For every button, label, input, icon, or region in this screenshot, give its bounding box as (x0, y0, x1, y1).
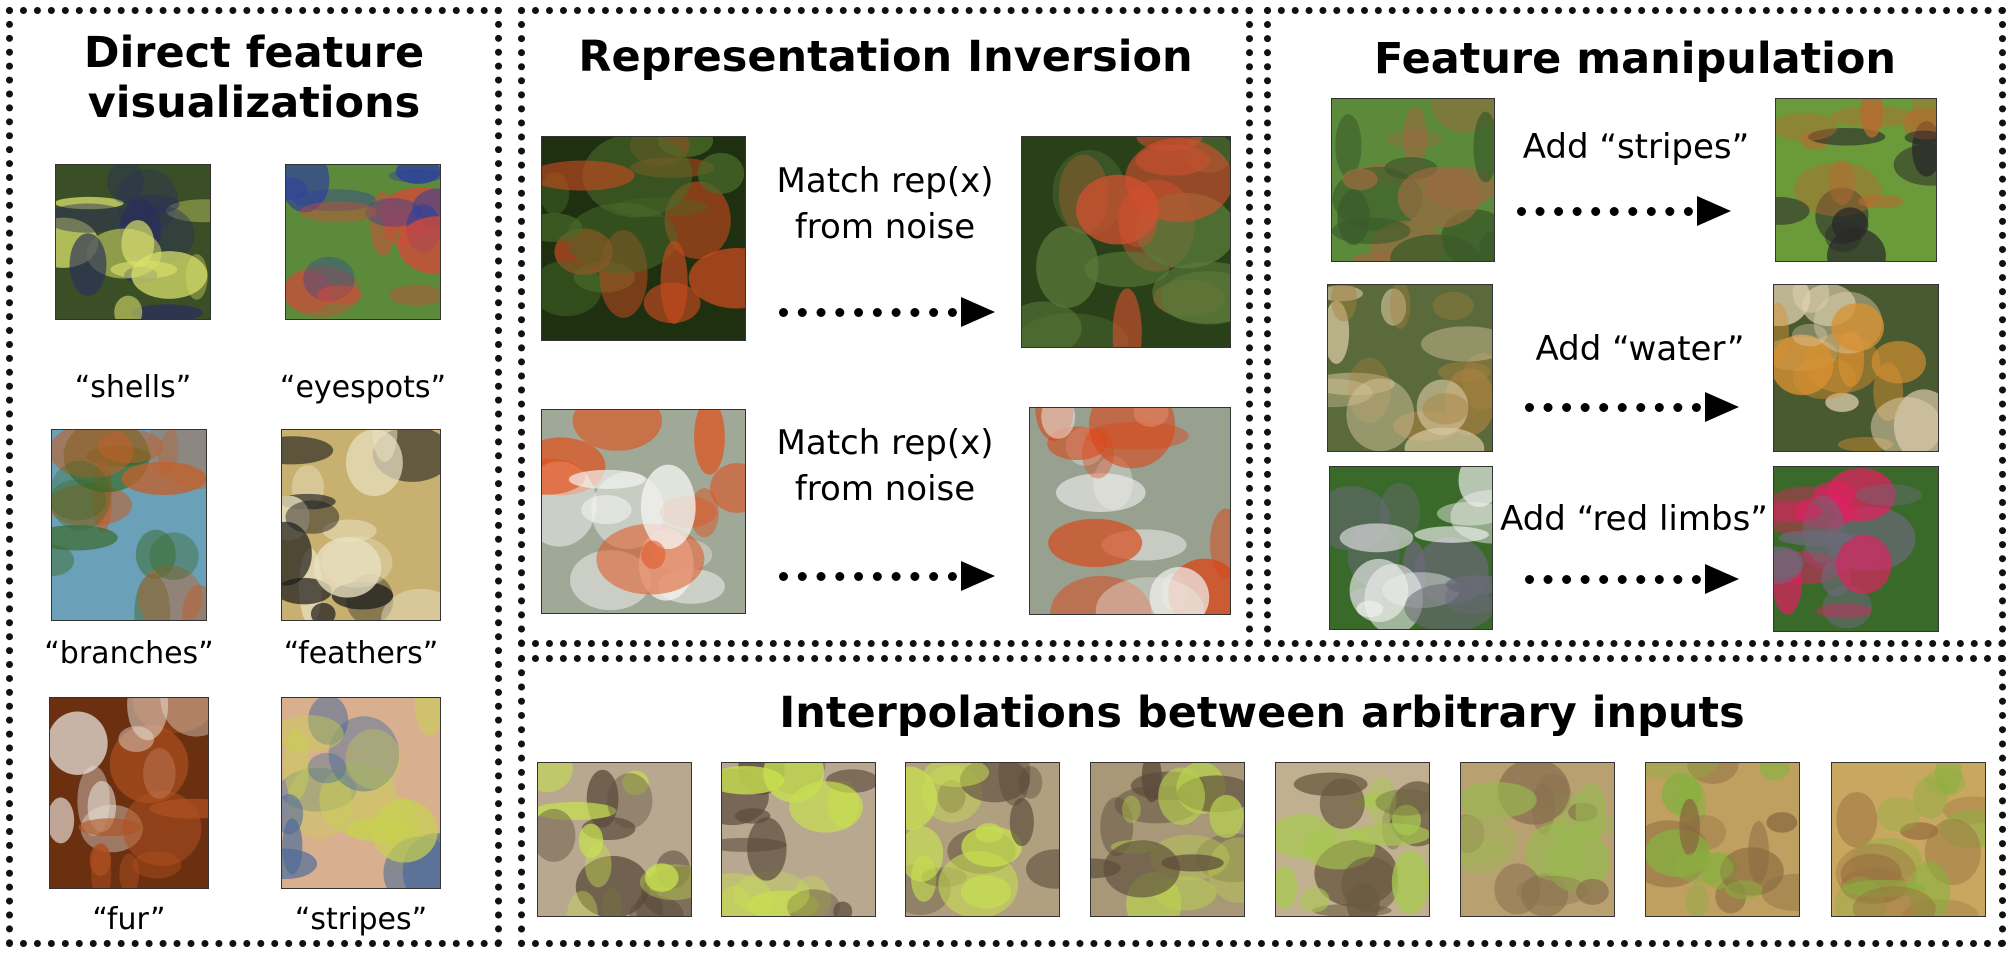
caption-feathers: “feathers” (283, 636, 439, 671)
manipulation-label: Add “stripes” (1522, 127, 1750, 167)
panel-representation-inversion: Representation Inversion Match rep(x) fr… (518, 7, 1253, 647)
caption-shells: “shells” (74, 370, 192, 405)
interpolation-frame (1831, 762, 1986, 917)
feature-image-fur (49, 697, 209, 889)
panel-title: Feature manipulation (1373, 34, 1897, 84)
manipulation-output-image (1773, 284, 1939, 452)
inversion-label: Match rep(x) from noise (755, 158, 1015, 250)
interpolation-frame (537, 762, 692, 917)
feature-image-eyespots (285, 164, 441, 320)
manipulation-output-image (1773, 466, 1939, 632)
inversion-input-image (541, 409, 746, 614)
interpolation-frame (721, 762, 876, 917)
manipulation-input-image (1327, 284, 1493, 452)
dotted-arrow (1517, 196, 1731, 226)
caption-stripes: “stripes” (294, 902, 428, 937)
label-line-1: Match rep(x) (776, 161, 994, 201)
inversion-input-image (541, 136, 746, 341)
feature-image-branches (51, 429, 207, 621)
dotted-arrow (1525, 392, 1739, 422)
interpolation-frame (905, 762, 1060, 917)
panel-feature-manipulation: Feature manipulation Add “stripes” Add “… (1264, 7, 2006, 647)
panel-title: Interpolations between arbitrary inputs (779, 688, 1745, 738)
interpolation-frame (1090, 762, 1245, 917)
inversion-label: Match rep(x) from noise (755, 420, 1015, 512)
feature-image-shells (55, 164, 211, 320)
dotted-arrow (779, 297, 995, 327)
title-line-1: Direct feature (83, 28, 425, 78)
interpolation-frame (1645, 762, 1800, 917)
panel-direct-feature-visualizations: Direct feature visualizations “shells” “… (6, 7, 502, 947)
manipulation-label: Add “red limbs” (1500, 499, 1768, 539)
panel-title: Representation Inversion (578, 32, 1193, 82)
feature-image-feathers (281, 429, 441, 621)
inversion-output-image (1021, 136, 1231, 348)
caption-fur: “fur” (92, 902, 166, 937)
panel-title: visualizations (13, 78, 495, 128)
caption-branches: “branches” (44, 636, 214, 671)
panel-interpolations: Interpolations between arbitrary inputs (518, 655, 2006, 947)
dotted-arrow (779, 561, 995, 591)
dotted-arrow (1525, 564, 1739, 594)
title-line-2: visualizations (87, 78, 421, 128)
interpolation-frame (1460, 762, 1615, 917)
label-line-2: from noise (794, 207, 976, 247)
manipulation-output-image (1775, 98, 1937, 262)
label-line-1: Match rep(x) (776, 423, 994, 463)
caption-eyespots: “eyespots” (279, 370, 447, 405)
manipulation-label: Add “water” (1535, 329, 1745, 369)
panel-title: Direct feature (13, 28, 495, 78)
interpolation-frame (1275, 762, 1430, 917)
inversion-output-image (1029, 407, 1231, 615)
manipulation-input-image (1329, 466, 1493, 630)
feature-image-stripes (281, 697, 441, 889)
label-line-2: from noise (794, 469, 976, 509)
manipulation-input-image (1331, 98, 1495, 262)
